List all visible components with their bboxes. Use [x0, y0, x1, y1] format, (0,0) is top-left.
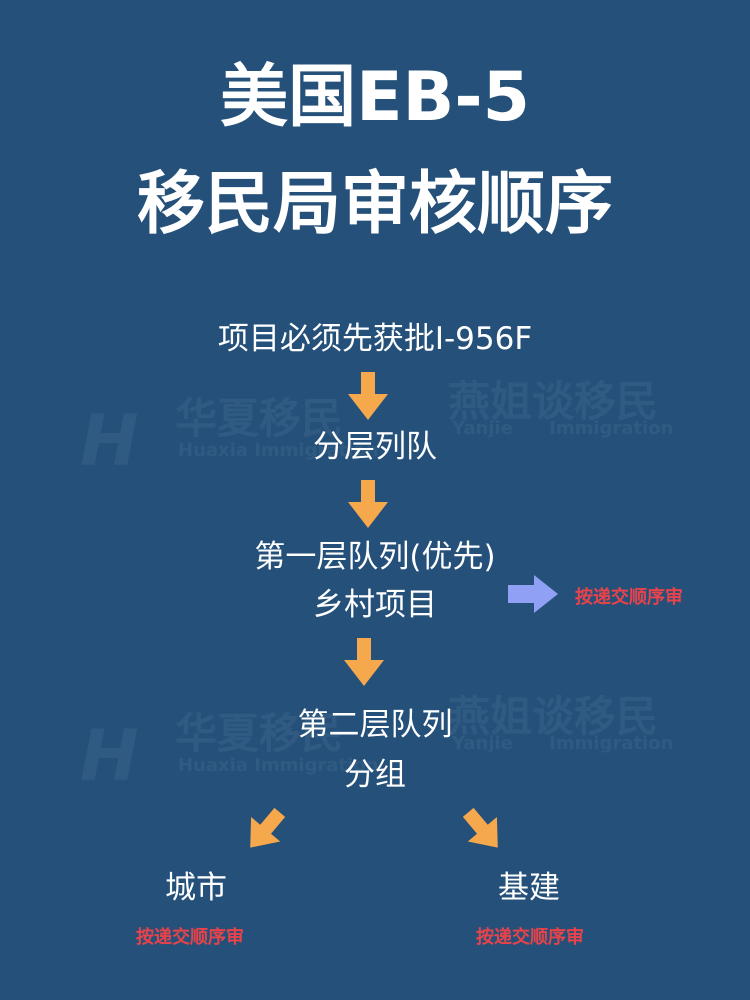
watermark-logo: H [80, 400, 139, 482]
watermark-brand2: 燕姐谈移民 [448, 692, 659, 741]
title-line2: 移民局审核顺序 [136, 165, 613, 244]
down-arrow-icon [348, 372, 388, 420]
title-line1: 美国EB-5 [220, 58, 530, 137]
watermark-brand1-en: Huaxia Immigration [178, 755, 379, 776]
step-tiered-queue: 分层列队 [313, 429, 437, 465]
step-tier1-rural: 乡村项目 [313, 587, 437, 623]
tier1-note: 按递交顺序审 [575, 587, 683, 608]
watermark-brand1: 华夏移民 [175, 709, 344, 758]
right-arrow-icon [508, 575, 558, 613]
down-left-arrow-icon [250, 807, 286, 848]
down-arrow-icon [344, 638, 384, 686]
step-approval: 项目必须先获批I-956F [217, 321, 533, 357]
step-tier1: 第一层队列(优先) [254, 539, 496, 575]
watermark-logo: H [80, 715, 139, 797]
watermark-brand2-en: Yanjie Immigration [452, 418, 674, 439]
step-tier2-group: 分组 [344, 757, 406, 793]
watermark-brand2-en: Yanjie Immigration [452, 733, 674, 754]
watermark-brand2: 燕姐谈移民 [448, 377, 659, 426]
watermark-brand1-en: Huaxia Immigration [178, 440, 379, 461]
step-tier2: 第二层队列 [297, 707, 453, 743]
branch-urban: 城市 [165, 870, 227, 906]
branch-infrastructure: 基建 [498, 870, 560, 906]
down-right-arrow-icon [462, 807, 498, 848]
down-arrow-icon [348, 480, 388, 528]
watermark-brand1: 华夏移民 [175, 394, 344, 443]
branch-urban-note: 按递交顺序审 [136, 927, 244, 948]
branch-infrastructure-note: 按递交顺序审 [476, 927, 584, 948]
